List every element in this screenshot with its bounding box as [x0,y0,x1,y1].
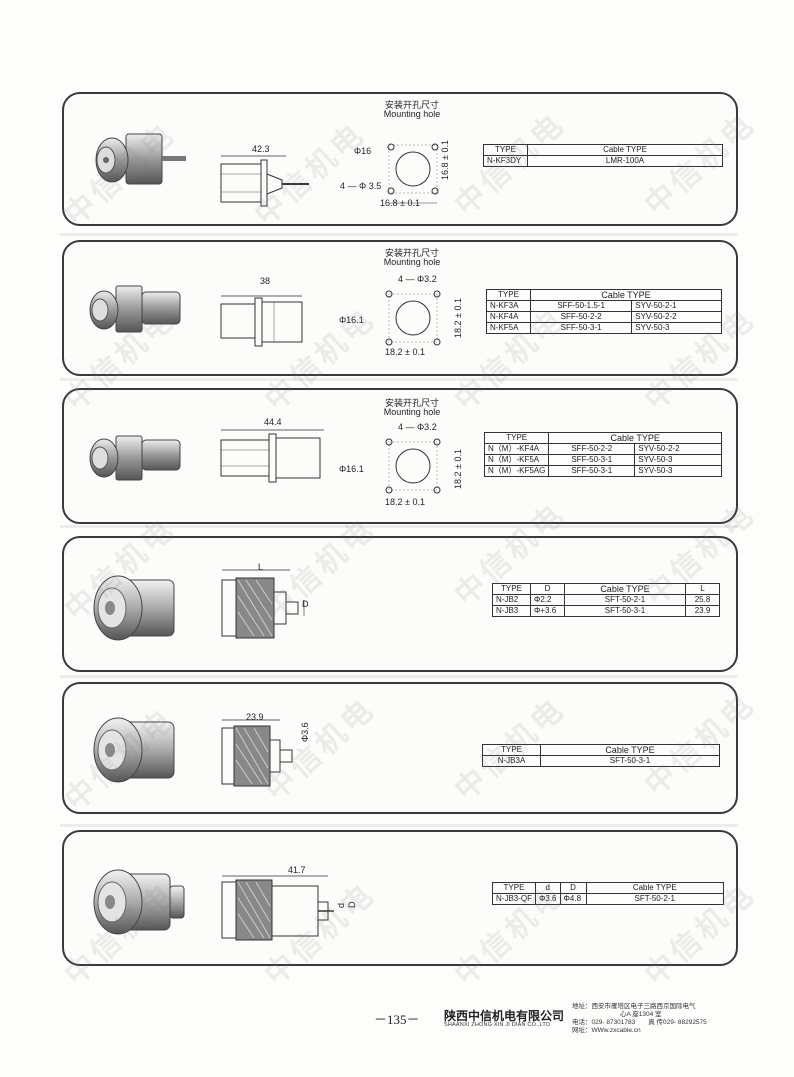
diameter-dim: D [302,599,309,609]
hole-diameter-dim: Φ16 [354,146,372,156]
width-dim: 18.2 ± 0.1 [385,497,425,507]
company-name-cn: 陕西中信机电有限公司 [444,1009,565,1023]
web-line: 网址：WWw.zxcable.cn [572,1027,641,1034]
company-name-en: SHAANXI ZHONG XIN JI DIAN CO.,LTD [444,1022,551,1028]
header-cable-type: Cable TYPE [585,882,725,894]
width-dim: 16.8 ± 0.1 [380,198,420,208]
mounting-hole-drawing [387,143,439,204]
header-type: TYPE [482,744,541,756]
diameter-dim: Φ3.6 [300,722,310,742]
d-small-dim: d [336,902,346,908]
side-view-drawing [221,569,305,639]
d-big-dim: D [347,901,357,909]
length-dim: 38 [260,276,271,286]
length-dim: 44.4 [264,417,282,427]
header-type: TYPE [483,144,528,156]
height-dim: 18.2 ± 0.1 [453,298,463,338]
header-d-big: D [559,882,587,894]
holes-dim: 4 — Φ3.2 [398,274,437,284]
header-type: TYPE [492,583,531,595]
side-view-drawing [221,875,334,941]
mounting-hole-drawing [385,438,441,494]
header-cable-type: Cable TYPE [548,432,722,444]
page-number: －135－ [374,1012,420,1027]
connector-photo [93,717,175,783]
length-dim: 23.9 [246,712,264,722]
header-type: TYPE [492,882,536,894]
header-cable-type: Cable TYPE [564,583,686,595]
address-line-1: 地址：西安市雁塔区电子三路西京国际电气 [572,1003,696,1010]
holes-dim: 4 — Φ 3.5 [340,181,382,191]
header-cable-type: Cable TYPE [530,289,722,301]
connector-photo [93,869,185,935]
connector-photo [89,285,181,333]
header-type: TYPE [483,432,550,444]
header-d-small: d [535,882,561,894]
hole-diameter-dim: Φ16.1 [339,315,364,325]
hole-diameter-dim: Φ16.1 [339,464,364,474]
height-dim: 18.2 ± 0.1 [453,449,463,489]
length-dim: 42.3 [252,144,270,154]
side-view-drawing [220,295,303,347]
connector-photo [89,435,181,481]
connector-photo [93,575,175,641]
side-view-drawing [220,155,309,207]
side-view-drawing [221,719,293,787]
height-dim: 16.8 ± 0.1 [440,140,450,180]
connector-photo [95,133,186,185]
width-dim: 18.2 ± 0.1 [385,347,425,357]
header-cable-type: Cable TYPE [540,744,720,756]
holes-dim: 4 — Φ3.2 [398,422,437,432]
contact-info: 地址：西安市雁塔区电子三路西京国际电气 心A 座1304 室 电话：029- 8… [572,1003,707,1035]
mounting-hole-drawing [385,290,441,346]
header-l: L [685,583,720,595]
header-type: TYPE [486,289,531,301]
header-cable-type: Cable TYPE [527,144,723,156]
address-line-2: 心A 座1304 室 [620,1011,662,1018]
phone-line: 电话：029- 87301783 真 传029- 88292575 [572,1019,707,1026]
length-dim: L [258,562,264,572]
side-view-drawing [220,429,324,483]
header-d: D [530,583,565,595]
length-dim: 41.7 [288,865,306,875]
